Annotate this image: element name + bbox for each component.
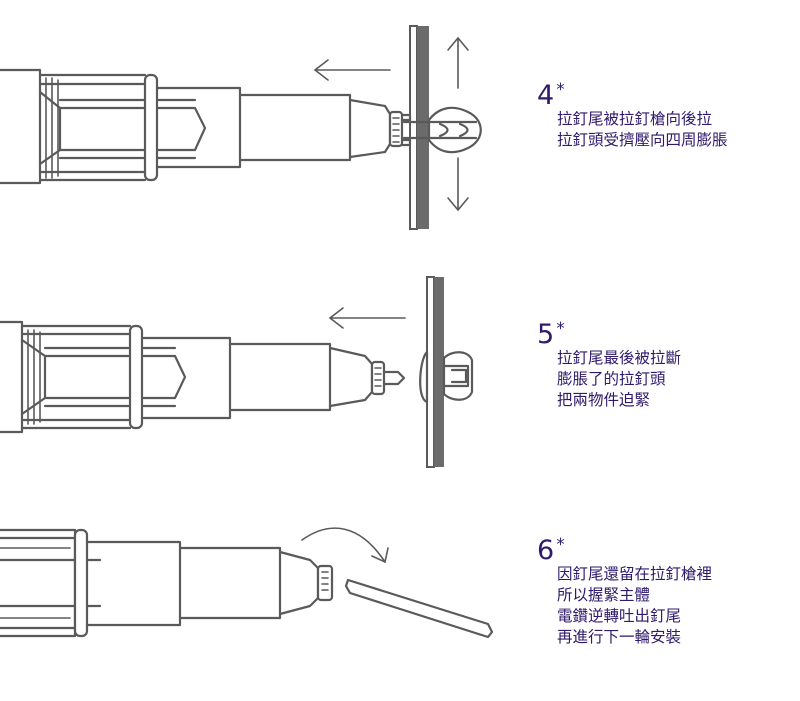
step-5-line-1: 拉釘尾最後被拉斷: [557, 349, 682, 367]
step-4-caption: 4* 拉釘尾被拉釘槍向後拉 拉釘頭受擠壓向四周膨脹: [537, 80, 728, 151]
step-6-line-4: 再進行下一輪安裝: [557, 628, 682, 646]
expand-arrow-up: [447, 36, 469, 89]
step-6-caption: 6* 因釘尾還留在拉釘槍裡 所以握緊主體 電鑽逆轉吐出釘尾 再進行下一輪安裝: [537, 535, 713, 648]
step-5-caption: 5* 拉釘尾最後被拉斷 膨脹了的拉釘頭 把兩物件迫緊: [537, 319, 682, 411]
rivet-expanding: [400, 106, 482, 154]
step-marker: *: [556, 80, 565, 100]
step-4-line-2: 拉釘頭受擠壓向四周膨脹: [557, 131, 728, 149]
step-5-line-2: 膨脹了的拉釘頭: [557, 370, 666, 388]
pull-arrow-left: [313, 59, 391, 81]
step-marker: *: [556, 535, 565, 555]
step-6-illustration: [0, 527, 494, 639]
step-6-line-2: 所以握緊主體: [557, 586, 651, 604]
step-6-line-3: 電鑽逆轉吐出釘尾: [557, 607, 682, 625]
rivet-set: [419, 350, 474, 404]
expand-arrow-down: [447, 157, 469, 212]
rivet-gun-body: [0, 68, 404, 185]
step-number: 6: [537, 535, 555, 566]
ejected-pin: [344, 578, 494, 639]
step-4-line-1: 拉釘尾被拉釘槍向後拉: [557, 110, 713, 128]
step-5-line-3: 把兩物件迫緊: [557, 391, 651, 409]
pull-arrow-left: [328, 307, 406, 329]
step-marker: *: [556, 319, 565, 339]
rivet-gun-body: [0, 528, 334, 638]
step-number: 4: [537, 80, 555, 111]
step-number: 5: [537, 319, 555, 350]
step-6-line-1: 因釘尾還留在拉釘槍裡: [557, 565, 713, 583]
workpiece-plate: [426, 276, 444, 468]
step-4-illustration: [0, 25, 482, 230]
rivet-gun-body: [0, 320, 406, 434]
workpiece-plate: [409, 25, 429, 230]
step-5-illustration: [0, 276, 474, 468]
reverse-rotation-arrow: [301, 527, 389, 564]
